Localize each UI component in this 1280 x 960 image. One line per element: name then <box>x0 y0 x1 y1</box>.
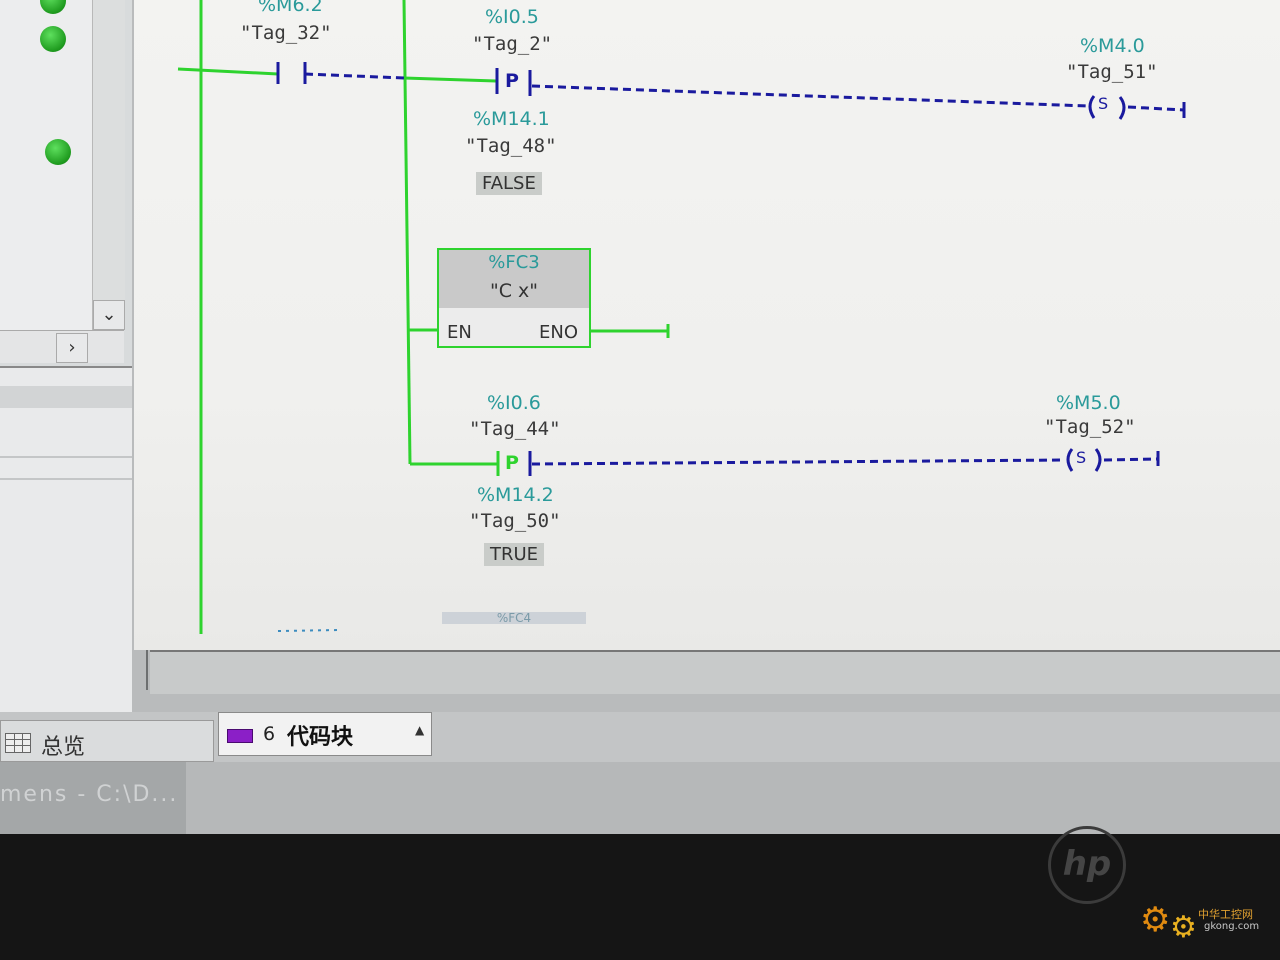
project-tree-panel: ⌄ › <box>0 0 132 718</box>
chevron-down-icon: ⌄ <box>101 304 117 325</box>
coil-tag[interactable]: "Tag_51" <box>1066 61 1158 83</box>
details-panel <box>0 366 132 718</box>
overview-label: 总览 <box>41 735 86 760</box>
taskbar-app-button[interactable]: mens - C:\D... <box>0 762 186 834</box>
rung-wire-dashed <box>531 458 1065 466</box>
code-block-count: 6 <box>263 723 276 745</box>
contact-address: %M6.2 <box>258 0 323 16</box>
fc3-block[interactable]: %FC3 "C x" EN ENO <box>437 248 591 348</box>
fc-address: %FC3 <box>488 252 540 273</box>
rung-wire <box>403 76 497 83</box>
watermark-site-name: 中华工控网 <box>1198 908 1253 921</box>
gear-icon: ⚙ <box>1140 900 1171 940</box>
coil-left-arc[interactable] <box>1066 448 1074 472</box>
rung-wire-dashed <box>531 84 1089 108</box>
hp-logo-icon: hp <box>1048 826 1126 904</box>
coil-right-arc[interactable] <box>1118 96 1126 120</box>
edge-memory-tag[interactable]: "Tag_50" <box>469 510 561 532</box>
edge-memory-tag[interactable]: "Tag_48" <box>465 135 557 157</box>
watermark-url: gkong.com <box>1204 921 1260 932</box>
edge-symbol: P <box>505 452 519 474</box>
edge-tag[interactable]: "Tag_2" <box>472 33 553 55</box>
grid-icon <box>5 733 31 753</box>
rung-wire-dashed <box>1127 105 1185 112</box>
code-blocks-tab[interactable]: 6 代码块 ▲ <box>218 712 432 756</box>
details-header <box>0 386 132 408</box>
fc-block-header: %FC3 "C x" <box>439 250 589 308</box>
fc4-block-partial[interactable]: %FC4 <box>442 612 586 624</box>
scroll-right-button[interactable]: › <box>56 333 88 363</box>
coil-left-arc[interactable] <box>1088 95 1096 119</box>
edge-address: %I0.5 <box>485 6 539 28</box>
edge-memory-address: %M14.1 <box>473 108 550 130</box>
scroll-down-button[interactable]: ⌄ <box>93 300 125 330</box>
fc-name: "C x" <box>489 280 539 302</box>
coil-address: %M4.0 <box>1080 35 1145 57</box>
status-value-true: TRUE <box>484 543 545 566</box>
status-led-icon <box>45 139 71 165</box>
horizontal-scrollbar[interactable]: › <box>0 330 124 363</box>
windows-taskbar: mens - C:\D... <box>0 762 1280 834</box>
divider <box>0 456 132 458</box>
vertical-scrollbar[interactable]: ⌄ <box>92 0 125 330</box>
rung-wire-dashed <box>304 72 405 80</box>
coil-symbol: S <box>1076 448 1087 467</box>
status-led-icon <box>40 26 66 52</box>
monitor-screen: ⌄ › <box>0 0 1280 860</box>
overview-tab[interactable]: 总览 <box>0 720 214 762</box>
partial-label <box>277 629 341 632</box>
status-value-false: FALSE <box>476 172 542 195</box>
contact-tag[interactable]: "Tag_32" <box>240 22 332 44</box>
divider <box>0 478 132 480</box>
edge-address: %I0.6 <box>487 392 541 414</box>
fc-en-pin: EN <box>447 322 472 343</box>
code-block-icon <box>227 729 253 743</box>
coil-tag[interactable]: "Tag_52" <box>1044 416 1136 438</box>
coil-right-arc[interactable] <box>1094 448 1102 472</box>
status-led-icon <box>40 0 66 14</box>
code-block-label: 代码块 <box>287 725 354 750</box>
edge-tag[interactable]: "Tag_44" <box>469 418 561 440</box>
gear-icon: ⚙ <box>1170 910 1197 945</box>
chevron-right-icon: › <box>68 337 76 358</box>
edge-memory-address: %M14.2 <box>477 484 554 506</box>
coil-symbol: S <box>1098 94 1109 113</box>
rung-wire-dashed <box>1103 457 1159 462</box>
edge-symbol: P <box>505 70 519 92</box>
watermark: ⚙ ⚙ 中华工控网 gkong.com <box>1140 896 1276 946</box>
ladder-diagram <box>177 0 1186 634</box>
editor-horizontal-scrollbar[interactable] <box>150 650 1280 694</box>
taskbar-app-title: mens - C:\D... <box>0 782 179 807</box>
chevron-up-icon[interactable]: ▲ <box>415 723 425 737</box>
rung-wire <box>177 67 279 76</box>
coil-address: %M5.0 <box>1056 392 1121 414</box>
branch-rail <box>402 0 412 465</box>
status-list <box>0 0 93 330</box>
fc-eno-pin: ENO <box>539 322 579 343</box>
